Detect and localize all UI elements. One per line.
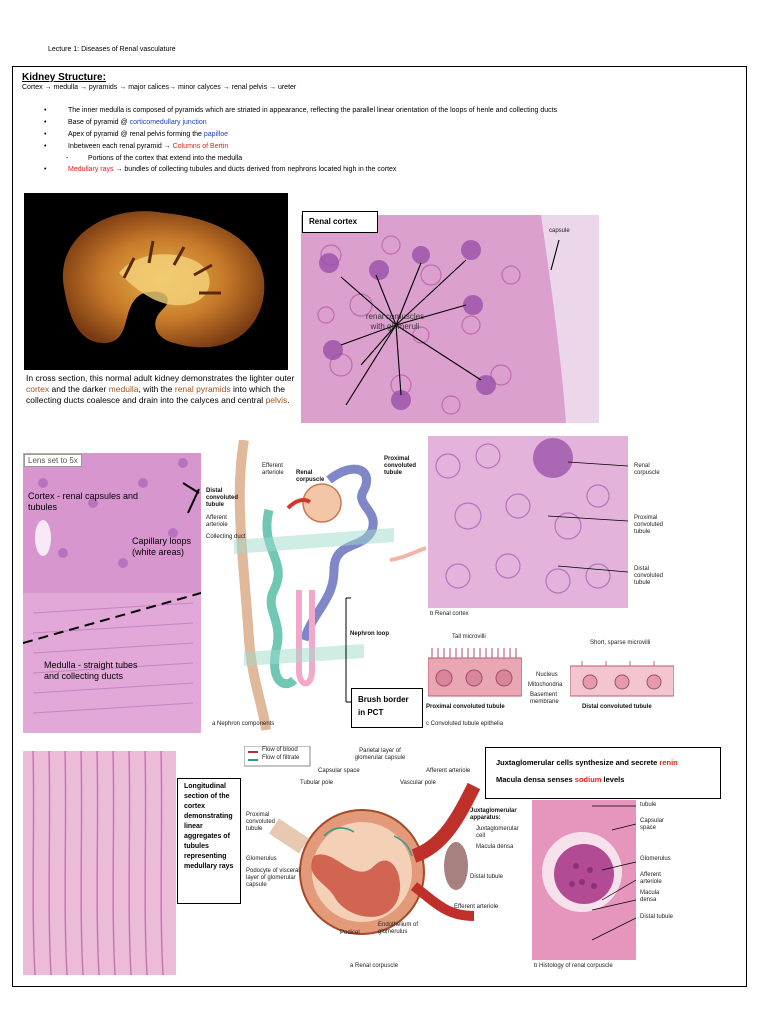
longitudinal-histology — [23, 751, 176, 975]
nephron-caption: a Nephron components — [212, 721, 275, 727]
corpuscle-pct-label: Proximal convoluted tubule — [246, 812, 276, 832]
jg-line-renin: Juxtaglomerular cells synthesize and sec… — [496, 758, 678, 767]
epi-nucleus-label: Nucleus — [536, 672, 558, 678]
epi-tall-label: Tall microvilli — [452, 634, 486, 640]
epi-dct-caption: Distal convoluted tubule — [582, 704, 652, 710]
term-cortex: cortex — [26, 384, 50, 394]
term-medullary-rays: Medullary rays — [68, 166, 114, 173]
kidney-bullet-list: The inner medulla is composed of pyramid… — [44, 105, 724, 176]
micro-caption: b Renal cortex — [430, 611, 469, 617]
micro-corpuscle-label: Renal corpuscle — [634, 463, 660, 476]
term-medulla: medulla — [108, 384, 139, 394]
bullet-base: Base of pyramid @ corticomedullary junct… — [44, 117, 724, 129]
nephron-collecting-label: Collecting duct — [206, 534, 246, 540]
nephron-diagram — [204, 440, 426, 736]
micro-pct-label: Proximal convoluted tubule — [634, 515, 664, 535]
term-columns-of-bertin: Columns of Bertin — [172, 143, 229, 150]
bullet-apex: Apex of pyramid @ renal pelvis forming t… — [44, 129, 724, 141]
corpuscle-jga-label: Juxtaglomerular apparatus: — [470, 808, 517, 821]
term-papilloe: papilloe — [203, 131, 229, 138]
histo-glomerulus-label: Glomerulus — [640, 856, 671, 862]
nephron-corpuscle-label: Renal corpuscle — [296, 470, 325, 483]
epi-mito-label: Mitochondria — [528, 682, 563, 688]
corpuscle-tubular-pole-label: Tubular pole — [300, 780, 334, 786]
gross-kidney-photo — [24, 193, 288, 370]
longitudinal-tag: Longitudinal section of the cortex demon… — [177, 778, 241, 904]
nephron-efferent-label: Efferent arteriole — [262, 463, 284, 476]
nephron-pct-label: Proximal convoluted tubule — [384, 456, 417, 476]
corpuscle-histology — [532, 800, 636, 960]
lens-loops-label: Capillary loops (white areas) — [132, 536, 192, 557]
corpuscle-macula-label: Macula densa — [476, 844, 514, 850]
corpuscle-vascular-pole-label: Vascular pole — [400, 780, 436, 786]
micro-dct-label: Distal convoluted tubule — [634, 566, 664, 586]
nephron-loop-label: Nephron loop — [350, 631, 389, 637]
histo-distal-label: Distal tubule — [640, 914, 674, 920]
document-title: Lecture 1: Diseases of Renal vasculature — [48, 46, 176, 53]
corpuscle-caption: a Renal corpuscle — [350, 963, 399, 969]
lens-cortex-label: Cortex - renal capsules and tubules — [28, 491, 139, 512]
histo-caption: b Histology of renal corpuscle — [534, 963, 613, 969]
kidney-flow-line: Cortex → medulla → pyramids → major cali… — [22, 84, 297, 91]
kidney-structure-heading: Kidney Structure: — [22, 72, 106, 83]
corpuscle-glomerulus-label: Glomerulus — [246, 856, 277, 862]
epi-short-label: Short, sparse microvilli — [590, 640, 651, 646]
epi-caption: c Convoluted tubule epithelia — [426, 721, 504, 727]
bullet-medullary-rays: Medullary rays → bundles of collecting t… — [44, 164, 724, 176]
jg-line-sodium: Macula densa senses sodium levels — [496, 775, 625, 784]
histo-macula-label: Macula densa — [640, 890, 660, 903]
histo-afferent-label: Afferent arteriole — [640, 872, 662, 885]
juxtaglomerular-box: Juxtaglomerular cells synthesize and sec… — [485, 747, 721, 799]
corpuscle-afferent-label: Afferent arteriole — [426, 768, 471, 774]
content-frame — [12, 66, 747, 987]
term-corticomedullary: corticomedullary junction — [129, 119, 207, 126]
epi-basement-label: Basement membrane — [530, 692, 559, 705]
renal-corpuscle-diagram — [244, 746, 484, 978]
corpuscle-podocyte-label: Podocyte of visceral layer of glomerular… — [246, 868, 300, 888]
capsule-label: capsule — [549, 228, 570, 234]
corpuscle-efferent-label: Efferent arteriole — [454, 904, 499, 910]
gross-kidney-caption: In cross section, this normal adult kidn… — [26, 373, 295, 405]
lens-badge: Lens set to 5x — [24, 454, 82, 467]
corpuscle-pedicel-label: Pedicel — [340, 930, 360, 936]
legend-filtrate: Flow of filtrate — [262, 755, 300, 761]
term-pelvis: pelvis — [265, 395, 288, 405]
legend-blood: Flow of blood — [262, 747, 298, 753]
bullet-medulla: The inner medulla is composed of pyramid… — [44, 105, 724, 117]
cortex-micrograph — [428, 436, 628, 608]
renal-cortex-histology — [301, 215, 599, 423]
lens-medulla-label: Medulla - straight tubes and collecting … — [44, 660, 138, 681]
brush-border-tag: Brush border in PCT — [351, 688, 423, 728]
nephron-afferent-label: Afferent arteriole — [206, 515, 228, 528]
corpuscle-parietal-label: Parietal layer of glomerular capsule — [354, 748, 406, 761]
renal-cortex-tag: Renal cortex — [302, 211, 378, 233]
pct-epithelium-drawing — [428, 648, 522, 698]
corpuscle-capsular-label: Capsular space — [318, 768, 360, 774]
nephron-dct-label: Distal convoluted tubule — [206, 488, 239, 508]
subbullet-bertin: Portions of the cortex that extend into … — [44, 153, 724, 165]
bullet-bertin: Inbetween each renal pyramid → Columns o… — [44, 141, 724, 153]
corpuscle-jg-cell-label: Juxtaglomerular cell — [476, 826, 519, 839]
term-renin: renin — [659, 758, 678, 767]
lens-5x-histology — [23, 453, 201, 733]
corpuscle-distal-label: Distal tubule — [470, 874, 504, 880]
epi-pct-caption: Proximal convoluted tubule — [426, 704, 505, 710]
renal-corpuscles-label: renal corpuscles with glomeruli — [365, 312, 425, 331]
term-renal-pyramids: renal pyramids — [174, 384, 231, 394]
corpuscle-endothelium-label: Endothelium of glomerulus — [378, 922, 419, 935]
histo-tubule-label: tubule — [640, 802, 657, 808]
histo-capsular-label: Capsular space — [640, 818, 665, 831]
dct-epithelium-drawing — [570, 660, 674, 698]
term-sodium: sodium — [574, 775, 602, 784]
